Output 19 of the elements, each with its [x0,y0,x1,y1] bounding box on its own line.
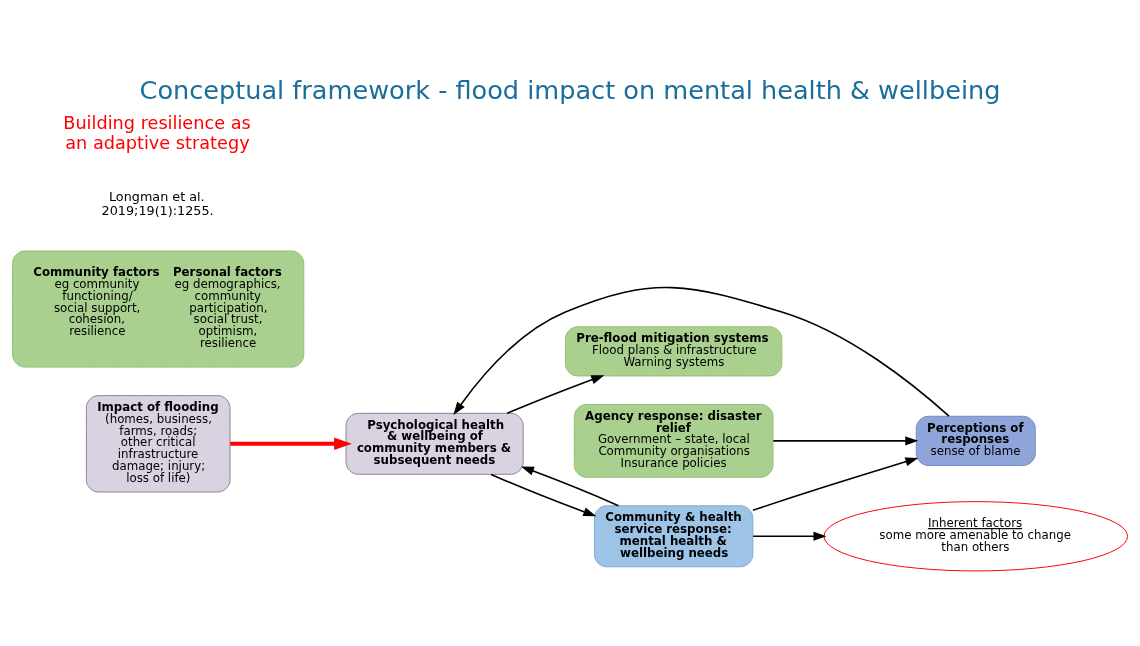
node-box: Community & health service response: mental health & wellbeing needs [593,505,754,568]
arrow [490,473,597,517]
label: Longman et al. 2019;19(1):1255. [101,189,214,219]
node-box: Impact of flooding (homes, business, farms, roads; other critical infrastructure damage; injury; loss of life) [85,395,231,493]
node-ellipse: Inherent factors some more amenable to change than others [823,501,1129,572]
arrow [230,437,352,451]
diagram-title: Conceptual framework - flood impact on mental health & wellbeing [139,75,1001,106]
label: Building resilience as an adaptive strategy [63,113,251,154]
arrow [520,466,620,507]
node-box: Psychological health & wellbeing of community members & subsequent needs [345,412,524,475]
node-box: Community factors eg community functioning/ social support, cohesion, resilience Personal factors eg demographics, community participation, social trust, optimism, resilience [12,250,305,368]
arrow [453,286,950,417]
node-box: Agency response: disaster relief Government – state, local Community organisations Insurance policies [573,404,774,478]
arrow [752,531,827,541]
arrow [772,436,919,446]
node-box: Perceptions of responses sense of blame [915,415,1036,466]
node-box: Pre-flood mitigation systems Flood plans & infrastructure Warning systems [564,326,783,377]
arrow [506,375,605,415]
arrow [752,457,919,511]
